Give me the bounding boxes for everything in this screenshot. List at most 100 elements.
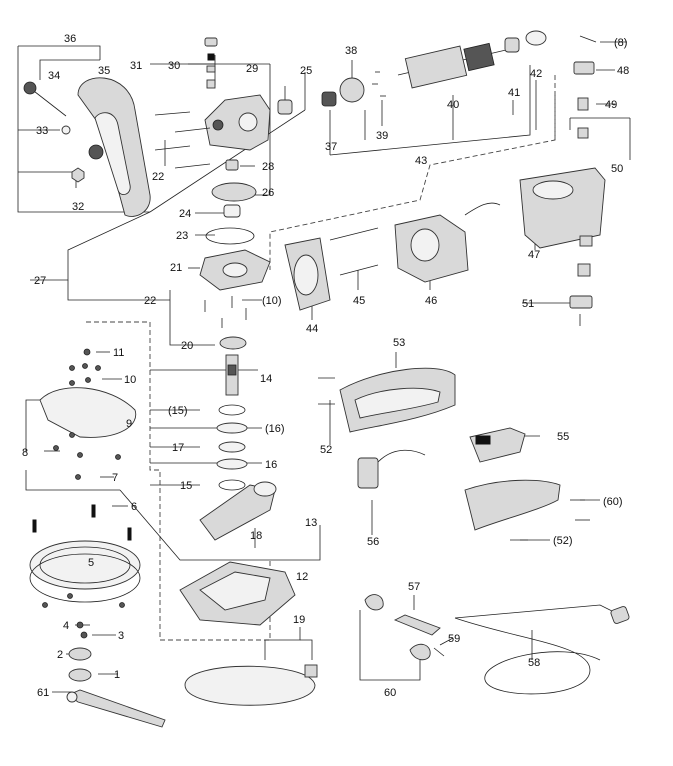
part-46-stator	[394, 202, 501, 283]
callout-48: 48	[617, 65, 629, 77]
callout-27: 27	[34, 275, 46, 287]
callout-32: 32	[72, 201, 84, 213]
part-40-armature	[397, 42, 507, 89]
part-17-ring	[218, 441, 246, 453]
part-25-bearing	[277, 99, 293, 115]
callout-16b: 16	[265, 459, 277, 471]
part-60-screws-right	[570, 499, 590, 521]
part-41-bearing	[504, 37, 520, 53]
dashed-group-outline-head	[86, 321, 271, 641]
callout-labels: 1 2 3 4 5 6 7 8 9 10 (10) 11 12 13 14 (1…	[22, 33, 629, 699]
callout-1: 1	[114, 669, 120, 681]
callout-10: 10	[124, 374, 136, 386]
part-5-brush-ring	[29, 540, 141, 603]
part-45-screws	[329, 227, 379, 276]
part-47-motor-housing	[519, 167, 606, 249]
callout-55: 55	[557, 431, 569, 443]
callout-50: 50	[611, 163, 623, 175]
callout-21: 21	[170, 262, 182, 274]
part-59-screw	[433, 647, 445, 657]
callout-8b: (8)	[614, 37, 627, 49]
part-29-gear-housing	[204, 94, 271, 151]
part-15-seal-b	[218, 479, 246, 491]
callout-23: 23	[176, 230, 188, 242]
callout-42: 42	[530, 68, 542, 80]
part-14-spindle	[225, 354, 239, 396]
callout-19: 19	[293, 614, 305, 626]
part-32-nut	[71, 167, 85, 183]
callout-34: 34	[48, 70, 60, 82]
part-44-flange	[284, 237, 331, 311]
callout-25: 25	[300, 65, 312, 77]
part-12-protection-hood	[179, 561, 296, 626]
part-9-base-plate	[39, 387, 137, 438]
part-56-electronics	[357, 449, 426, 489]
callout-9: 9	[126, 418, 132, 430]
part-30-parts	[204, 37, 218, 89]
part-2-flange-nut	[68, 647, 92, 661]
callout-24: 24	[179, 208, 191, 220]
callout-53: 53	[393, 337, 405, 349]
part-22-screws	[154, 111, 211, 169]
callout-46: 46	[425, 295, 437, 307]
callout-5: 5	[88, 557, 94, 569]
callout-7: 7	[112, 472, 118, 484]
callout-61: 61	[37, 687, 49, 699]
callout-26: 26	[262, 187, 274, 199]
part-48-49-50-51-parts	[569, 35, 597, 326]
part-4-3-screws	[42, 593, 125, 639]
part-handle-lower	[464, 479, 561, 531]
part-16-washer-a	[216, 422, 248, 434]
callout-60b: (60)	[603, 496, 623, 508]
part-26-gear	[211, 182, 257, 202]
callout-59: 59	[448, 633, 460, 645]
callout-52b: (52)	[553, 535, 573, 547]
callout-22: 22	[152, 171, 164, 183]
part-57-cable-guard	[393, 614, 441, 636]
part-23-o-ring	[205, 227, 255, 245]
callout-33: 33	[36, 125, 48, 137]
callout-40: 40	[447, 99, 459, 111]
part-21-bearing-flange	[199, 249, 271, 291]
part-28-bushing	[225, 159, 239, 171]
callout-15b: 15	[180, 480, 192, 492]
callout-31: 31	[130, 60, 142, 72]
part-11-10-screws	[53, 348, 121, 480]
callout-29: 29	[246, 63, 258, 75]
part-34-side-handle-bolt	[23, 81, 67, 117]
callout-11: 11	[113, 347, 124, 359]
part-brush-knob	[88, 144, 104, 160]
callout-16: (16)	[265, 423, 285, 435]
part-1-clamp-nut	[68, 668, 92, 682]
callout-30: 30	[168, 60, 180, 72]
callout-17: 17	[172, 442, 184, 454]
callout-58: 58	[528, 657, 540, 669]
callout-57: 57	[408, 581, 420, 593]
callout-60: 60	[384, 687, 396, 699]
callout-52: 52	[320, 444, 332, 456]
part-35-handle	[77, 77, 151, 217]
callout-10b: (10)	[262, 295, 282, 307]
callout-51: 51	[522, 298, 534, 310]
callout-28: 28	[262, 161, 274, 173]
part-6-pins	[32, 504, 132, 541]
part-10-screws-top	[204, 296, 247, 328]
part-37-bearing	[321, 91, 337, 107]
part-24-bearing	[223, 204, 241, 218]
part-15-seal-a	[218, 404, 246, 416]
callout-44: 44	[306, 323, 318, 335]
part-60-strain-relief	[364, 594, 431, 661]
callout-45: 45	[353, 295, 365, 307]
callout-12: 12	[296, 571, 308, 583]
callout-36: 36	[64, 33, 76, 45]
callout-49: 49	[605, 99, 617, 111]
part-18-extraction-nozzle	[199, 481, 277, 541]
part-55-switch	[469, 427, 526, 463]
callout-35: 35	[98, 65, 110, 77]
part-33-washer	[61, 125, 71, 135]
part-20-bearing	[219, 336, 247, 350]
callout-3: 3	[118, 630, 124, 642]
dashed-group-outline-motor	[269, 75, 556, 270]
callout-8: 8	[22, 447, 28, 459]
